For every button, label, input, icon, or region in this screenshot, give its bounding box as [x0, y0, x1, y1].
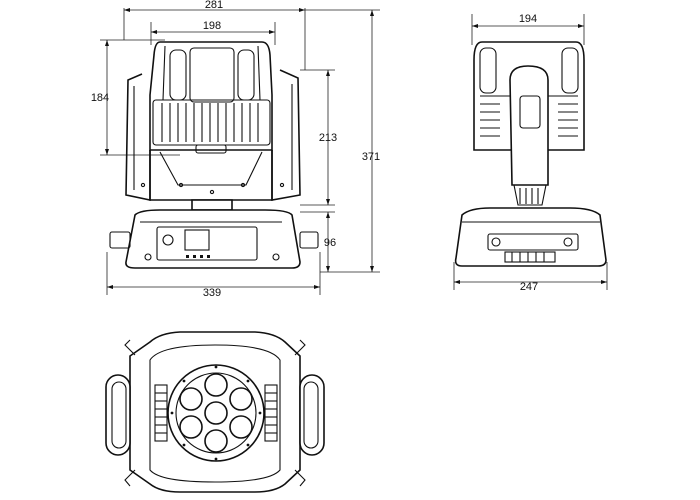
dim-total-height: 371: [305, 9, 380, 273]
label-96: 96: [324, 237, 336, 249]
side-view: 194 247: [453, 13, 608, 293]
top-head-lens: [167, 364, 265, 462]
front-head: [149, 41, 273, 154]
dim-front-head-width: 281: [123, 0, 306, 70]
front-view: 281 198 184 213: [91, 0, 380, 299]
label-281: 281: [205, 0, 223, 11]
front-base: [109, 199, 319, 269]
top-head-fins: [154, 384, 278, 442]
dim-base-height: 96: [300, 211, 336, 272]
label-198: 198: [203, 20, 221, 32]
label-371: 371: [362, 151, 380, 163]
dim-front-arm-height: 213: [300, 69, 337, 206]
dim-base-width: 339: [106, 252, 321, 299]
label-213: 213: [319, 132, 337, 144]
label-339: 339: [203, 287, 221, 299]
dim-side-head-width: 194: [471, 13, 585, 45]
side-arm: [509, 65, 549, 206]
dim-front-head-height: 184: [91, 39, 180, 156]
label-247: 247: [520, 281, 538, 293]
label-184: 184: [91, 92, 109, 104]
top-view: [105, 331, 325, 493]
side-base: [454, 207, 607, 267]
dim-side-base-width: 247: [453, 262, 608, 293]
label-194: 194: [519, 13, 537, 25]
dim-front-lens-width: 198: [150, 20, 276, 45]
